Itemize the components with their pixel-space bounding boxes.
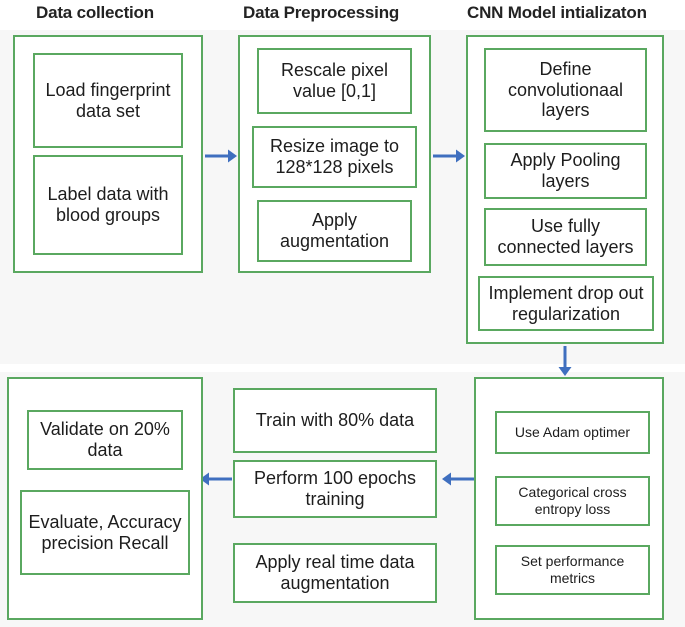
stage-title-data-preprocessing: Data Preprocessing [243, 3, 400, 22]
arrow-collection-to-preprocessing [205, 147, 237, 165]
arrow-compilation-to-training [442, 470, 474, 488]
stage-title-data-collection: Data collection [36, 3, 154, 22]
node-apply-pooling-layers[interactable]: Apply Pooling layers [484, 143, 647, 199]
node-validate-20-percent[interactable]: Validate on 20% data [27, 410, 183, 470]
node-evaluate-metrics[interactable]: Evaluate, Accuracy precision Recall [20, 490, 190, 575]
node-adam-optimizer[interactable]: Use Adam optimer [495, 411, 650, 454]
node-load-dataset[interactable]: Load fingerprint data set [33, 53, 183, 148]
node-resize-image[interactable]: Resize image to 128*128 pixels [252, 126, 417, 188]
node-dropout-regularization[interactable]: Implement drop out regularization [478, 276, 654, 331]
node-define-convolutional-layers[interactable]: Define convolutionaal layers [484, 48, 647, 132]
node-train-80-percent[interactable]: Train with 80% data [233, 388, 437, 453]
node-label-data[interactable]: Label data with blood groups [33, 155, 183, 255]
node-rescale-pixel[interactable]: Rescale pixel value [0,1] [257, 48, 412, 114]
node-apply-augmentation[interactable]: Apply augmentation [257, 200, 412, 262]
node-100-epochs-training[interactable]: Perform 100 epochs training [233, 460, 437, 518]
stage-title-cnn-model-initialization: CNN Model intializaton [467, 3, 647, 22]
arrow-cnn-to-compilation [556, 346, 574, 376]
node-cross-entropy-loss[interactable]: Categorical cross entropy loss [495, 476, 650, 526]
node-fully-connected-layers[interactable]: Use fully connected layers [484, 208, 647, 266]
arrow-training-to-evaluation [200, 470, 232, 488]
arrow-preprocessing-to-cnn [433, 147, 465, 165]
node-realtime-data-augmentation[interactable]: Apply real time data augmentation [233, 543, 437, 603]
node-performance-metrics[interactable]: Set performance metrics [495, 545, 650, 595]
